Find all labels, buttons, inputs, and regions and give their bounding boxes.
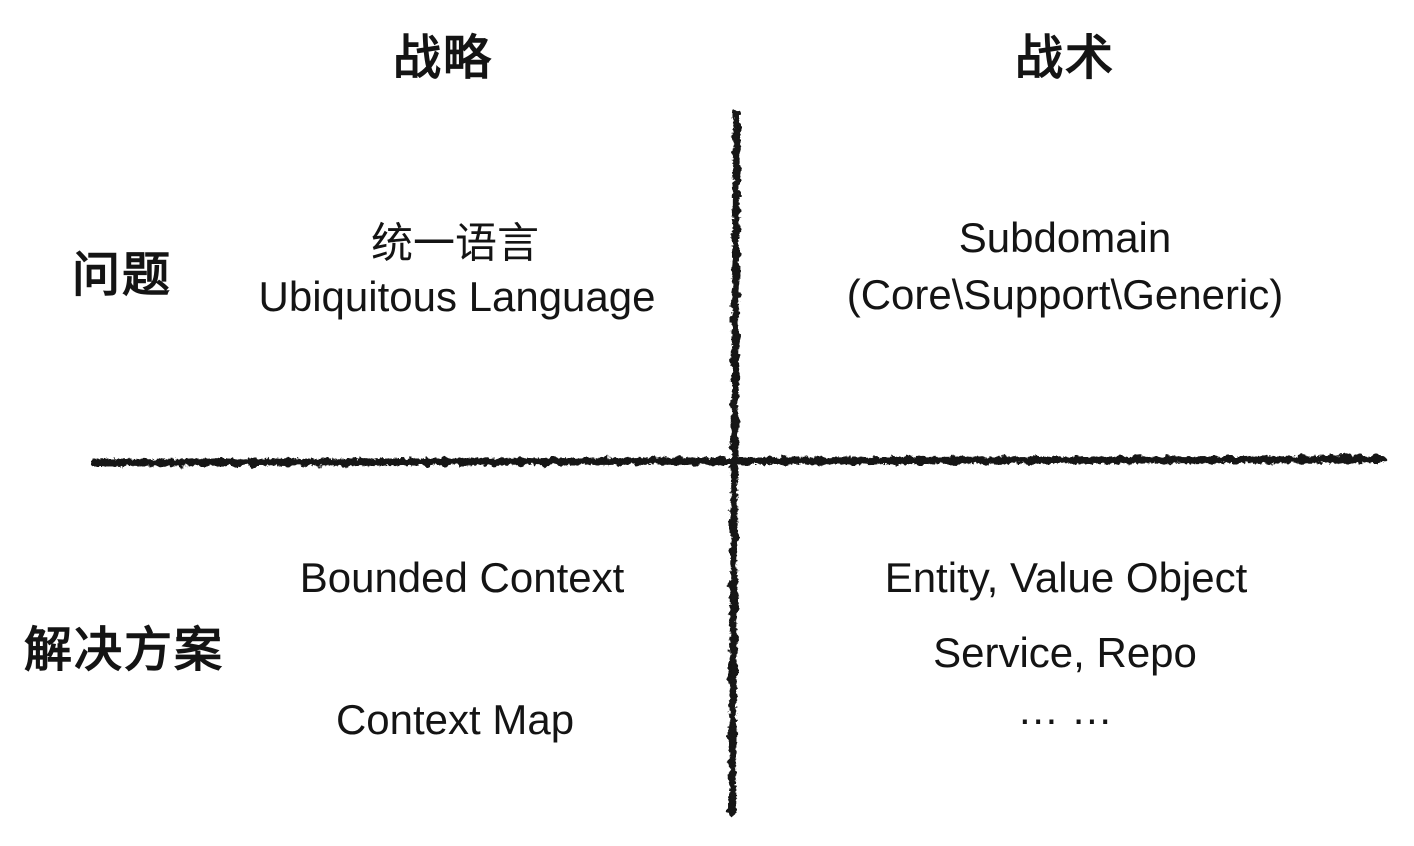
axis-stroke-pass-2: [93, 112, 1383, 814]
quadrant-problem-tactics-line-1: Subdomain: [958, 214, 1172, 261]
quadrant-solution-strategy-line-1: Bounded Context: [299, 554, 625, 601]
quadrant-solution-tactics-ellipsis: … …: [1017, 686, 1113, 733]
quadrant-problem-tactics-line-2: (Core\Support\Generic): [846, 271, 1284, 318]
vertical-axis-line-texture: [730, 112, 739, 814]
quadrant-problem-strategy-line-1: 统一语言: [370, 219, 540, 267]
quadrant-solution-strategy-line-2: Context Map: [335, 696, 575, 743]
quadrant-solution-tactics-line-1: Entity, Value Object: [884, 554, 1248, 601]
quadrant-solution-tactics-line-2: Service, Repo: [933, 629, 1197, 676]
horizontal-axis-line-texture: [93, 457, 1383, 465]
quadrant-problem-strategy-line-2: Ubiquitous Language: [258, 273, 656, 320]
column-header-tactics: 战术: [1014, 32, 1116, 85]
row-label-problem: 问题: [71, 249, 173, 302]
row-label-solution: 解决方案: [23, 624, 225, 677]
column-header-strategy: 战略: [392, 32, 494, 85]
